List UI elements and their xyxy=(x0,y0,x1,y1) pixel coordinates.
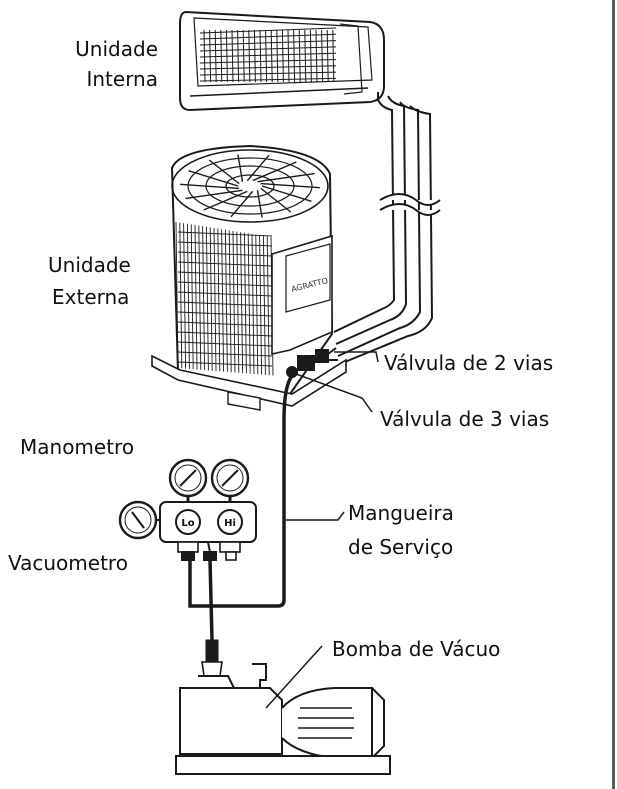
service-hose xyxy=(188,374,294,608)
label-service-hose-1: Mangueira xyxy=(348,501,454,525)
outdoor-unit-coil xyxy=(175,221,274,376)
gauge-low-mark: Lo xyxy=(181,518,194,529)
label-2way-valve: Válvula de 2 vias xyxy=(384,351,554,375)
outdoor-unit-fan xyxy=(180,154,320,218)
gauge-high-mark: Hi xyxy=(224,518,236,529)
outdoor-unit xyxy=(151,144,347,411)
label-service-hose-2: de Serviço xyxy=(348,535,454,559)
label-vacuum-pump: Bomba de Vácuo xyxy=(332,637,501,661)
label-indoor-unit-1: Unidade xyxy=(75,37,158,61)
manifold xyxy=(150,470,257,561)
indoor-unit xyxy=(179,10,385,112)
right-border xyxy=(612,0,615,789)
label-indoor-unit-2: Interna xyxy=(86,67,158,91)
label-manometer: Manometro xyxy=(20,435,135,459)
indoor-unit-grille xyxy=(199,27,337,83)
label-outdoor-unit-1: Unidade xyxy=(48,253,131,277)
vacuometer-gauge xyxy=(118,500,158,540)
label-outdoor-unit-2: Externa xyxy=(52,285,130,309)
label-3way-valve: Válvula de 3 vias xyxy=(380,407,550,431)
refrigerant-pipes xyxy=(333,92,441,365)
service-valves xyxy=(286,347,338,378)
leader-lines xyxy=(265,351,379,709)
label-vacuometer: Vacuometro xyxy=(8,551,128,575)
manometer-gauges xyxy=(168,458,250,498)
vacuum-pump xyxy=(175,663,391,775)
pump-hose xyxy=(208,559,214,641)
